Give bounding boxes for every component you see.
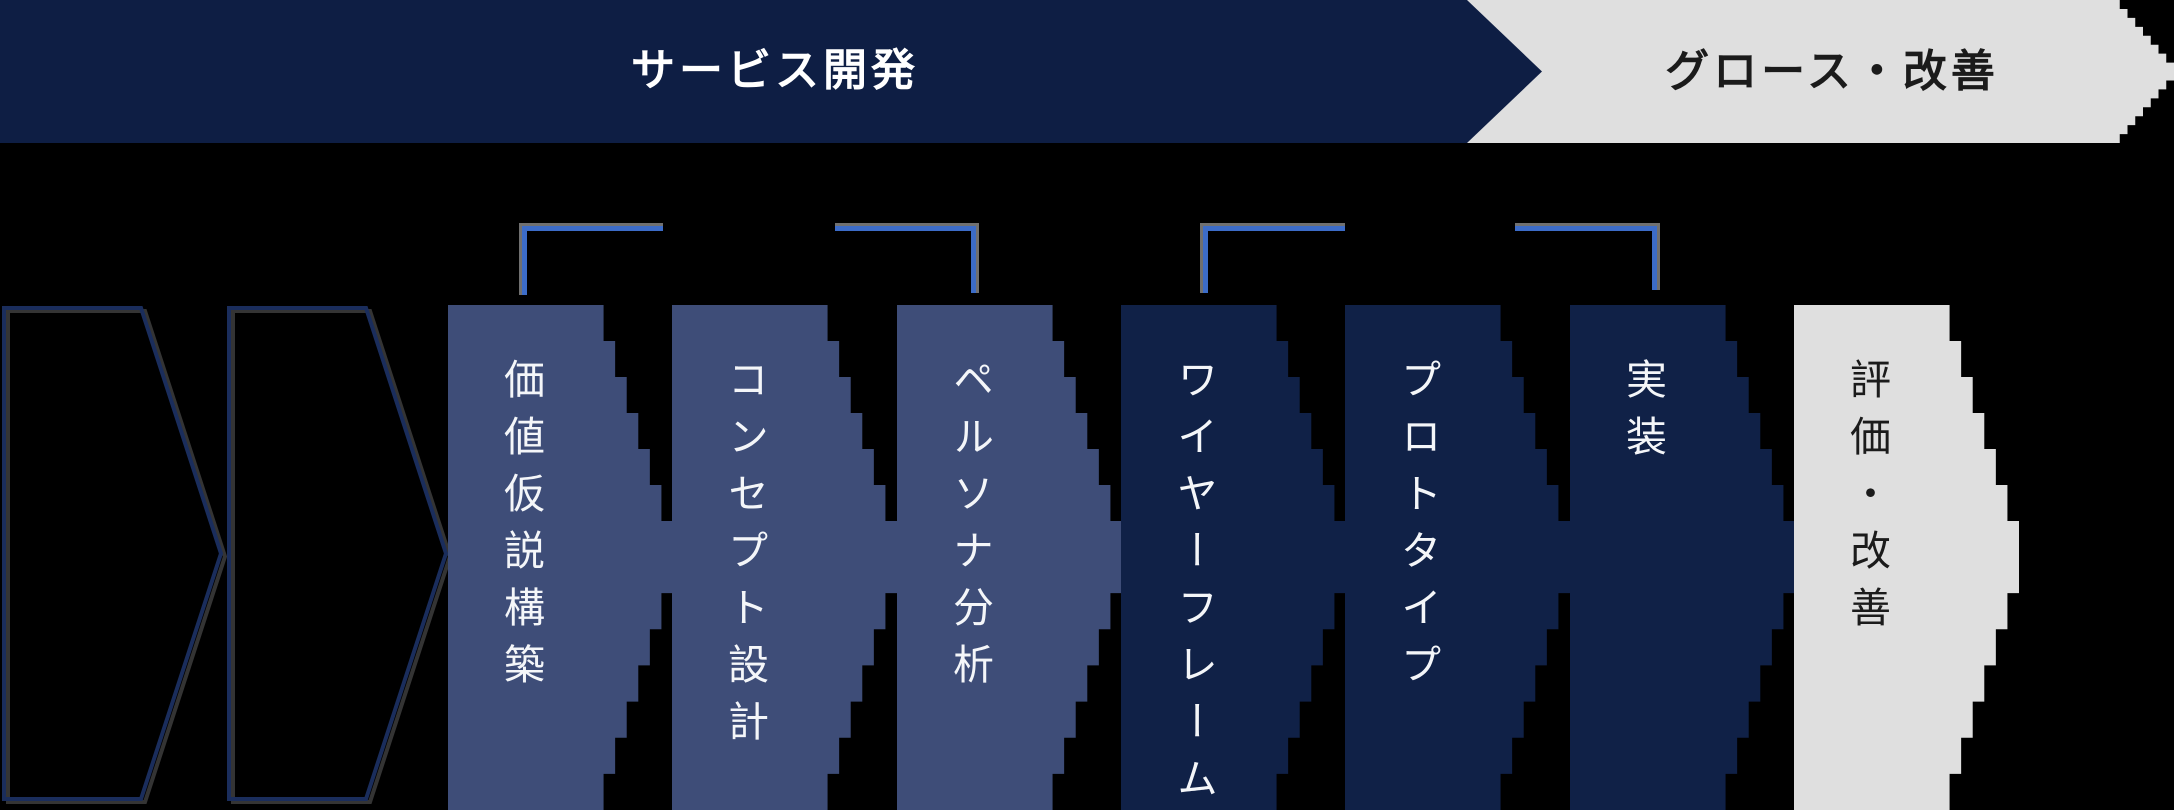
step-chevron-value-hypothesis: 価値仮説構築 xyxy=(448,305,673,810)
step-chevron-persona-analysis: ペルソナ分析 xyxy=(897,305,1122,810)
step-chevron-concept-design: コンセプト設計 xyxy=(672,305,897,810)
step-label: 価値仮説構築 xyxy=(496,358,545,700)
step-label: コンセプト設計 xyxy=(720,358,769,757)
bracket-persona xyxy=(835,223,979,293)
header-phase-development-arrow xyxy=(0,0,1542,143)
bracket-wireframe xyxy=(1200,223,1345,293)
bracket-line xyxy=(522,226,663,295)
bracket-implementation xyxy=(1515,223,1660,290)
step-label: 評価・改善 xyxy=(1842,358,1891,643)
header-phase-growth-label: グロース・改善 xyxy=(1665,46,1999,97)
step-chevron-prototype: プロトタイプ xyxy=(1345,305,1570,810)
bracket-line xyxy=(1515,226,1657,290)
bracket-line xyxy=(835,226,976,293)
step-chevron-evaluation-improvement: 評価・改善 xyxy=(1794,305,2019,810)
step-chevron-implementation: 実装 xyxy=(1570,305,1795,810)
step-chevron-wireframe: ワイヤーフレーム xyxy=(1121,305,1346,810)
step-label: ワイヤーフレーム xyxy=(1169,358,1218,810)
step-label: ペルソナ分析 xyxy=(945,358,994,700)
step-label: 実装 xyxy=(1618,358,1667,472)
header-phase-development-label: サービス開発 xyxy=(631,45,919,96)
step-chevron-empty-2 xyxy=(227,306,452,801)
step-label: プロトタイプ xyxy=(1393,358,1442,700)
chevron-outline-shape xyxy=(2,306,224,801)
bracket-line xyxy=(1203,226,1345,293)
step-chevron-empty-1 xyxy=(2,306,227,801)
bracket-value-hypothesis xyxy=(519,223,663,295)
chevron-outline-shape xyxy=(227,306,449,801)
